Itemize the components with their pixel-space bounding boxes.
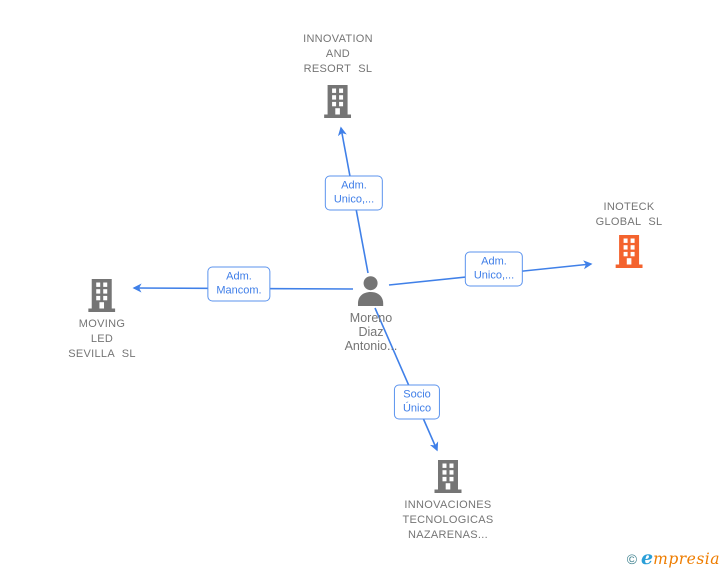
company-name: INOTECK GLOBAL SL [595,201,663,228]
edge-line-bottom [374,307,439,452]
brand-initial: e [641,547,654,569]
company-name: MOVING LED SEVILLA SL [68,318,136,360]
company-node-innovation-and-resort[interactable]: INNOVATION AND RESORT SL [303,32,373,118]
empresia-logo[interactable]: © e mpresia [627,547,720,569]
person-icon [358,276,384,306]
edge-label-socio-unico: Socio Único [393,384,441,420]
building-icon-highlighted [615,235,643,268]
building-icon [324,85,352,118]
company-node-moving-led-sevilla[interactable]: MOVING LED SEVILLA SL [68,279,136,362]
person-name: Moreno Diaz Antonio... [344,311,398,353]
building-icon [434,460,462,493]
edge-label-adm-unico-top: Adm. Unico,... [324,175,384,211]
edge-label-adm-unico-right: Adm. Unico,... [464,251,524,287]
company-name: INNOVACIONES TECNOLOGICAS NAZARENAS... [402,499,494,541]
building-icon [88,279,116,312]
company-name: INNOVATION AND RESORT SL [303,33,373,75]
edge-label-adm-mancom: Adm. Mancom. [207,266,271,302]
copyright-icon: © [626,551,638,567]
person-node-moreno-diaz-antonio[interactable]: Moreno Diaz Antonio... [344,276,398,353]
brand-text: mpresia [653,550,720,568]
company-node-inoteck-global[interactable]: INOTECK GLOBAL SL [596,200,663,268]
company-node-innovaciones-tecnologicas-nazarenas[interactable]: INNOVACIONES TECNOLOGICAS NAZARENAS... [402,460,493,543]
